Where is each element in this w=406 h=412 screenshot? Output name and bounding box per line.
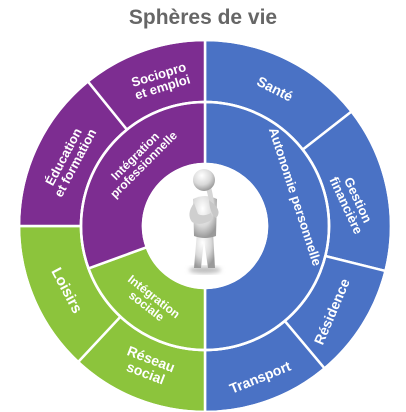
thinking-person-icon: [189, 169, 221, 274]
diagram-title: Sphères de vie: [128, 6, 278, 29]
ring-border: [79, 100, 331, 352]
ring-border: [17, 38, 393, 412]
center-area: [143, 164, 267, 288]
